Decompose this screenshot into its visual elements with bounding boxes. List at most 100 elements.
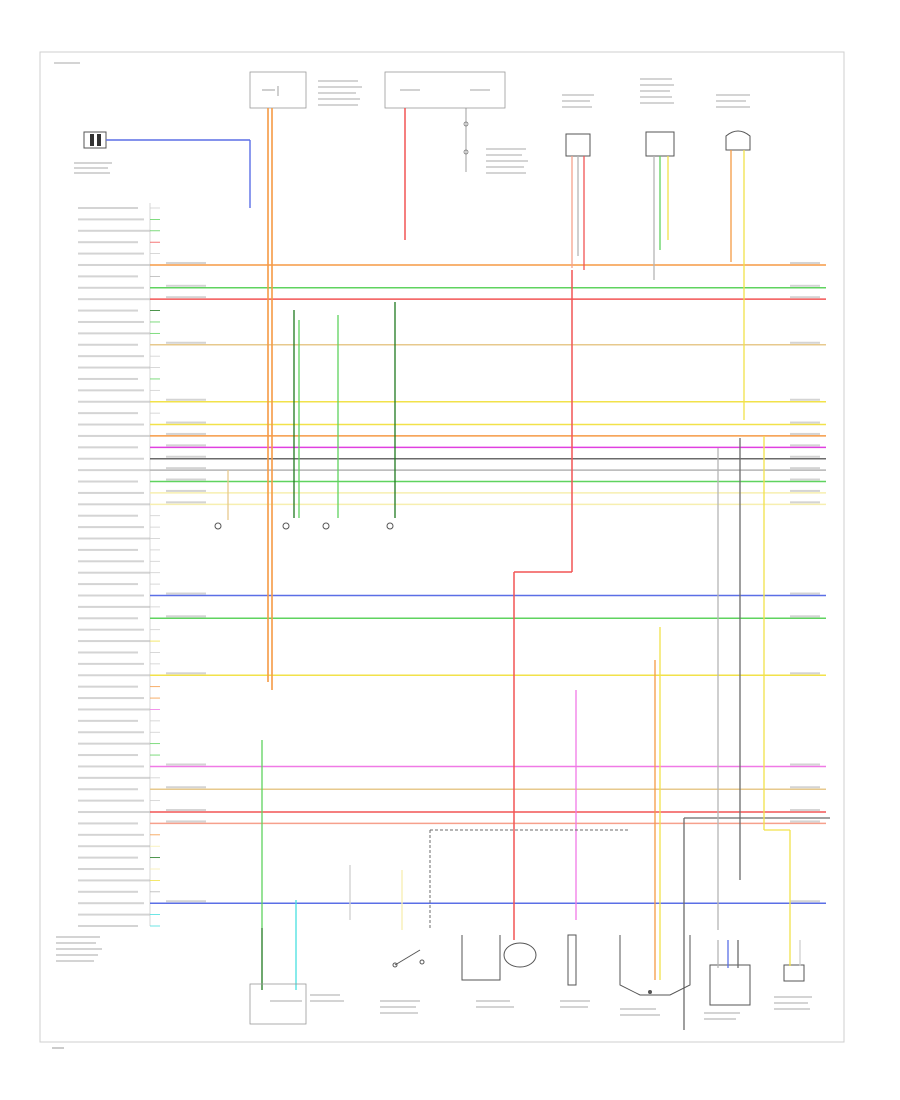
ecm-pin-label xyxy=(78,754,138,757)
wire-code-label xyxy=(166,478,206,481)
sensor-2-connector xyxy=(645,131,675,280)
wire-code-label xyxy=(166,444,206,447)
wire-destination-label xyxy=(790,467,820,470)
ecm-connector-pin-labels xyxy=(78,207,150,927)
ecm-pin-label xyxy=(78,218,144,221)
ecm-pin-label xyxy=(78,298,150,301)
ecm-pin-label xyxy=(78,469,150,472)
ecm-pin-label xyxy=(78,913,150,916)
ecm-pin-label xyxy=(78,423,144,426)
ecm-pin-label xyxy=(78,868,144,871)
ecm-pin-label xyxy=(78,879,150,882)
ecm-pin-label xyxy=(78,776,150,779)
sensor-1-connector xyxy=(565,133,591,270)
ecm-pin-label xyxy=(78,799,144,802)
wire-code-label xyxy=(166,672,206,675)
wire-code-label xyxy=(166,501,206,504)
bottom-component-left xyxy=(249,983,307,1025)
wire-code-label xyxy=(166,820,206,823)
ecm-pin-label xyxy=(78,811,150,814)
ecm-pin-label xyxy=(78,229,150,232)
ecm-pin-label xyxy=(78,708,150,711)
fuse-block-left xyxy=(249,71,307,690)
bottom-component-tps xyxy=(709,940,751,1006)
wire-destination-label xyxy=(790,261,820,264)
wire-code-label xyxy=(166,615,206,618)
wire-code-label xyxy=(166,763,206,766)
wire-code-label xyxy=(166,432,206,435)
wire-destination-label xyxy=(790,786,820,789)
wire-destination-label xyxy=(790,900,820,903)
wire-destination-label xyxy=(790,455,820,458)
ecm-pin-label xyxy=(78,263,150,266)
ecm-pin-label xyxy=(78,890,138,893)
ecm-pin-label xyxy=(78,275,138,278)
ecm-pin-label xyxy=(78,400,150,403)
component-label-blocks xyxy=(54,62,812,1020)
ecm-pin-label xyxy=(78,662,144,665)
wire-code-label xyxy=(166,786,206,789)
ecm-pin-label xyxy=(78,377,138,380)
wire-destination-label xyxy=(790,501,820,504)
ecm-pin-label xyxy=(78,480,138,483)
ecm-pin-label xyxy=(78,457,144,460)
bottom-component-relay xyxy=(619,935,691,996)
ecm-pin-label xyxy=(78,309,138,312)
ecm-pin-label xyxy=(78,252,144,255)
vertical-runs xyxy=(261,270,830,1030)
wire-destination-label xyxy=(790,672,820,675)
wire-destination-label xyxy=(790,820,820,823)
diagram-frame xyxy=(39,51,845,1043)
ecm-pin-label xyxy=(78,833,144,836)
top-left-component xyxy=(83,131,251,208)
ecm-pin-label xyxy=(78,765,144,768)
switch-group-mid xyxy=(214,302,396,530)
ecm-pin-label xyxy=(78,389,144,392)
wire-code-label xyxy=(166,900,206,903)
wire-code-label xyxy=(166,341,206,344)
wire-code-label xyxy=(166,455,206,458)
ecm-pin-label xyxy=(78,719,138,722)
ecm-pin-label xyxy=(78,742,150,745)
wire-code-label xyxy=(166,398,206,401)
ecm-pin-label xyxy=(78,343,138,346)
ecm-pin-label xyxy=(78,583,138,586)
wire-destination-label xyxy=(790,398,820,401)
wire-destination-label xyxy=(790,592,820,595)
wire-destination-label xyxy=(790,432,820,435)
ecm-pin-label xyxy=(78,514,138,517)
wire-code-label xyxy=(166,489,206,492)
wire-code-label xyxy=(166,592,206,595)
ecm-pin-label xyxy=(78,286,144,289)
wire-destination-label xyxy=(790,444,820,447)
ecm-pin-label xyxy=(78,925,138,927)
ecm-pin-label xyxy=(78,788,138,791)
ecm-pin-label xyxy=(78,731,144,734)
ecm-pin-label xyxy=(78,207,138,209)
ecm-pin-label xyxy=(78,355,144,358)
ecm-pin-label xyxy=(78,594,144,597)
wire-destination-label xyxy=(790,615,820,618)
wire-destination-label xyxy=(790,421,820,424)
wire-bundle xyxy=(150,207,826,927)
bottom-component-switch xyxy=(392,949,425,968)
wire-destination-label xyxy=(790,763,820,766)
ecm-pin-label xyxy=(78,674,150,677)
wire-code-label xyxy=(166,284,206,287)
wire-destination-label xyxy=(790,296,820,299)
wire-destination-label xyxy=(790,809,820,812)
bottom-component-sensor-ring xyxy=(461,935,537,981)
ecm-pin-label xyxy=(78,822,138,825)
ecm-pin-label xyxy=(78,241,138,244)
ecm-pin-label xyxy=(78,537,150,540)
ecm-pin-label xyxy=(78,617,138,620)
ecm-pin-label xyxy=(78,560,144,563)
bottom-component-knock xyxy=(567,934,577,986)
ecm-pin-label xyxy=(78,366,150,369)
ecm-pin-label xyxy=(78,902,144,905)
ecm-pin-label xyxy=(78,446,138,449)
wire-code-label xyxy=(166,809,206,812)
wire-code-label xyxy=(166,421,206,424)
ecm-pin-label xyxy=(78,320,144,323)
sensor-3-connector xyxy=(725,130,751,420)
